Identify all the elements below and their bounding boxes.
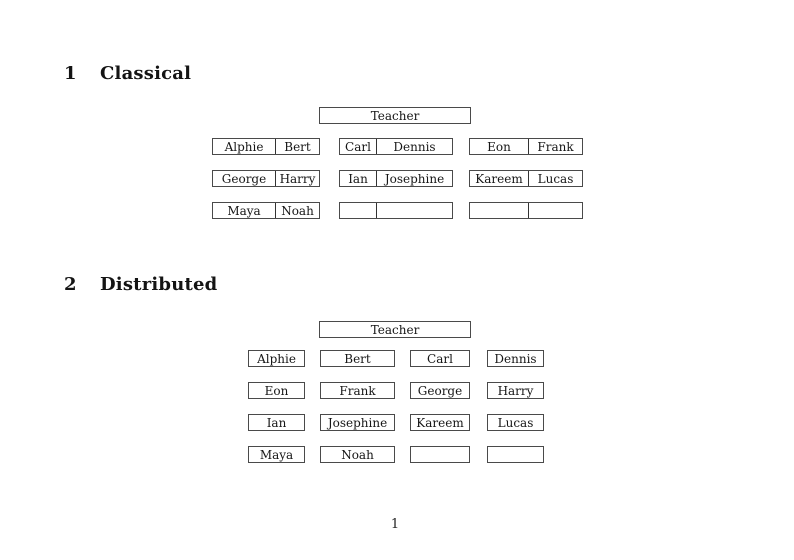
- seat-right: Harry: [279, 171, 316, 186]
- distributed-desk-r1c1: Alphie: [248, 350, 305, 367]
- distributed-desk-r2c3: George: [410, 382, 470, 399]
- distributed-desk-r4c2: Noah: [320, 446, 395, 463]
- distributed-desk-r2c2: Frank: [320, 382, 395, 399]
- seat-left: [470, 203, 529, 218]
- distributed-desk-r3c1: Ian: [248, 414, 305, 431]
- section-classical-heading: 1 Classical: [64, 63, 191, 84]
- classical-desk-r3c2-empty: [339, 202, 453, 219]
- distributed-desk-r4c4-empty: [487, 446, 544, 463]
- distributed-desk-r1c4: Dennis: [487, 350, 544, 367]
- classical-desk-r3c1: Maya Noah: [212, 202, 320, 219]
- seat-left: Maya: [213, 203, 276, 218]
- seat-right: Josephine: [384, 171, 445, 186]
- classical-desk-r2c2: Ian Josephine: [339, 170, 453, 187]
- classical-desk-r2c1: George Harry: [212, 170, 320, 187]
- classical-desk-r1c3: Eon Frank: [469, 138, 583, 155]
- distributed-desk-r2c1: Eon: [248, 382, 305, 399]
- distributed-desk-r4c3-empty: [410, 446, 470, 463]
- classical-desk-r1c2: Carl Dennis: [339, 138, 453, 155]
- section-distributed-number: 2: [64, 274, 77, 295]
- seat-right: [529, 203, 582, 218]
- section-classical-title: Classical: [100, 63, 192, 84]
- distributed-desk-r1c3: Carl: [410, 350, 470, 367]
- distributed-desk-r4c1: Maya: [248, 446, 305, 463]
- seat-left: Alphie: [213, 139, 276, 154]
- distributed-desk-r2c4: Harry: [487, 382, 544, 399]
- section-classical-number: 1: [64, 63, 77, 84]
- seat-right: Lucas: [537, 171, 574, 186]
- seat-left: Carl: [340, 139, 377, 154]
- distributed-teacher-label: Teacher: [370, 322, 420, 337]
- seat-right: Bert: [284, 139, 311, 154]
- seat-right: [377, 203, 452, 218]
- classical-desk-r1c1: Alphie Bert: [212, 138, 320, 155]
- classical-desk-r2c3: Kareem Lucas: [469, 170, 583, 187]
- distributed-desk-r3c3: Kareem: [410, 414, 470, 431]
- section-distributed-heading: 2 Distributed: [64, 274, 217, 295]
- seat-left: George: [213, 171, 276, 186]
- classical-teacher-label: Teacher: [370, 108, 420, 123]
- section-distributed-title: Distributed: [100, 274, 218, 295]
- classical-teacher-box: Teacher: [319, 107, 471, 124]
- distributed-teacher-box: Teacher: [319, 321, 471, 338]
- classical-desk-r3c3-empty: [469, 202, 583, 219]
- distributed-desk-r3c2: Josephine: [320, 414, 395, 431]
- seat-right: Dennis: [393, 139, 436, 154]
- seat-left: [340, 203, 377, 218]
- seat-left: Eon: [470, 139, 529, 154]
- page-number: 1: [390, 517, 400, 532]
- seat-left: Ian: [340, 171, 377, 186]
- seat-left: Kareem: [470, 171, 529, 186]
- distributed-desk-r1c2: Bert: [320, 350, 395, 367]
- seat-right: Noah: [281, 203, 314, 218]
- seat-right: Frank: [537, 139, 574, 154]
- distributed-desk-r3c4: Lucas: [487, 414, 544, 431]
